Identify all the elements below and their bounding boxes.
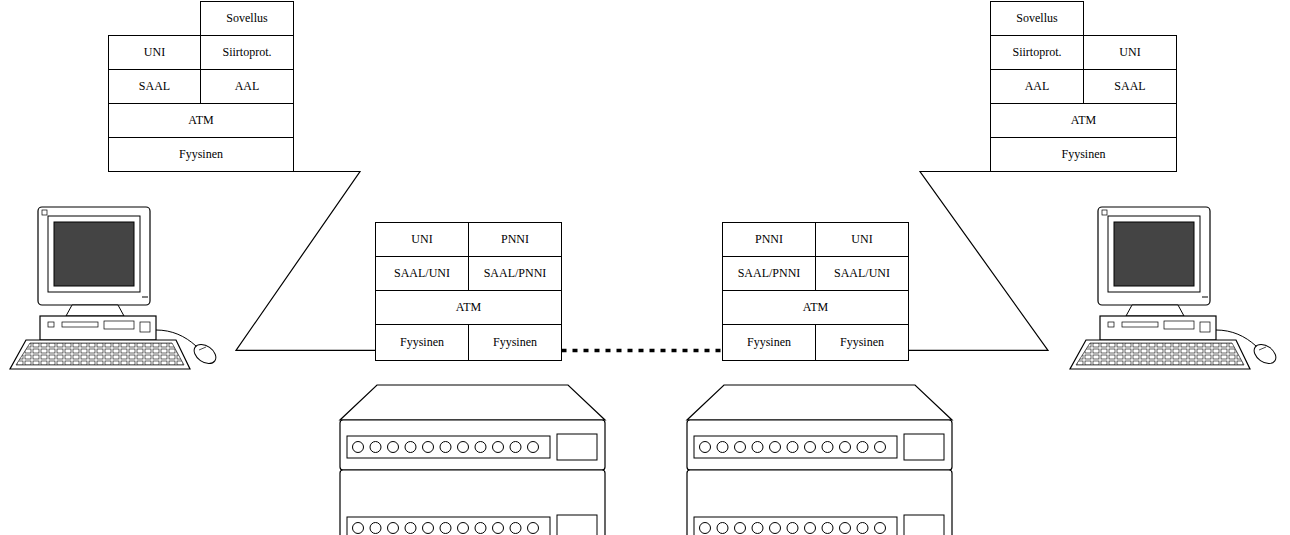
protocol-layer: Fyysinen bbox=[375, 324, 469, 361]
protocol-layer: Fyysinen bbox=[468, 324, 562, 361]
link-line bbox=[909, 172, 1049, 351]
protocol-layer: Sovellus bbox=[990, 1, 1084, 36]
layer-label: Fyysinen bbox=[1061, 147, 1105, 162]
layer-label: Fyysinen bbox=[400, 335, 444, 350]
protocol-layer: SAAL bbox=[1083, 69, 1177, 104]
switch-icon bbox=[687, 385, 952, 535]
protocol-layer: PNNI bbox=[468, 222, 562, 257]
switch-icon bbox=[340, 385, 605, 535]
layer-label: SAAL bbox=[1114, 79, 1145, 94]
port-row bbox=[353, 442, 539, 453]
protocol-layer: UNI bbox=[1083, 35, 1177, 70]
layer-label: SAAL/UNI bbox=[834, 266, 890, 281]
layer-label: SAAL/PNNI bbox=[738, 266, 801, 281]
port-row bbox=[700, 523, 886, 534]
layer-label: SAAL bbox=[139, 79, 170, 94]
layer-label: PNNI bbox=[755, 232, 783, 247]
dotted-link bbox=[562, 349, 723, 353]
layer-label: UNI bbox=[1119, 45, 1140, 60]
layer-label: Fyysinen bbox=[493, 335, 537, 350]
protocol-layer: SAAL/UNI bbox=[815, 256, 909, 291]
port-row bbox=[700, 442, 886, 453]
layer-label: UNI bbox=[411, 232, 432, 247]
protocol-layer: ATM bbox=[990, 103, 1177, 138]
protocol-layer: UNI bbox=[108, 35, 201, 70]
layer-label: UNI bbox=[144, 45, 165, 60]
protocol-layer: UNI bbox=[375, 222, 469, 257]
protocol-layer: Fyysinen bbox=[990, 137, 1177, 172]
layer-label: Siirtoprot. bbox=[222, 45, 271, 60]
layer-label: UNI bbox=[851, 232, 872, 247]
layer-label: AAL bbox=[1025, 79, 1050, 94]
protocol-layer: Fyysinen bbox=[722, 324, 816, 361]
layer-label: Siirtoprot. bbox=[1012, 45, 1061, 60]
protocol-layer: Sovellus bbox=[200, 1, 294, 36]
layer-label: ATM bbox=[803, 300, 828, 315]
layer-label: ATM bbox=[1071, 113, 1096, 128]
protocol-layer: SAAL bbox=[108, 69, 201, 104]
layer-label: AAL bbox=[235, 79, 260, 94]
layer-label: SAAL/UNI bbox=[394, 266, 450, 281]
layer-label: Sovellus bbox=[226, 11, 267, 26]
layer-label: Fyysinen bbox=[179, 147, 223, 162]
protocol-layer: Fyysinen bbox=[815, 324, 909, 361]
protocol-layer: ATM bbox=[722, 290, 909, 325]
layer-label: SAAL/PNNI bbox=[484, 266, 547, 281]
protocol-layer: Siirtoprot. bbox=[200, 35, 294, 70]
layer-label: Fyysinen bbox=[840, 335, 884, 350]
layer-label: PNNI bbox=[501, 232, 529, 247]
link-line bbox=[236, 172, 376, 351]
protocol-layer: AAL bbox=[990, 69, 1084, 104]
layer-label: ATM bbox=[188, 113, 213, 128]
protocol-layer: ATM bbox=[375, 290, 562, 325]
protocol-layer: SAAL/PNNI bbox=[468, 256, 562, 291]
layer-label: Sovellus bbox=[1016, 11, 1057, 26]
port-row bbox=[353, 523, 539, 534]
computer-icon bbox=[1070, 207, 1279, 369]
protocol-layer: AAL bbox=[200, 69, 294, 104]
protocol-layer: Fyysinen bbox=[108, 137, 294, 172]
computer-icon bbox=[10, 207, 219, 369]
protocol-layer: SAAL/PNNI bbox=[722, 256, 816, 291]
protocol-layer: ATM bbox=[108, 103, 294, 138]
protocol-layer: PNNI bbox=[722, 222, 816, 257]
protocol-layer: UNI bbox=[815, 222, 909, 257]
protocol-layer: SAAL/UNI bbox=[375, 256, 469, 291]
layer-label: Fyysinen bbox=[747, 335, 791, 350]
layer-label: ATM bbox=[456, 300, 481, 315]
protocol-layer: Siirtoprot. bbox=[990, 35, 1084, 70]
